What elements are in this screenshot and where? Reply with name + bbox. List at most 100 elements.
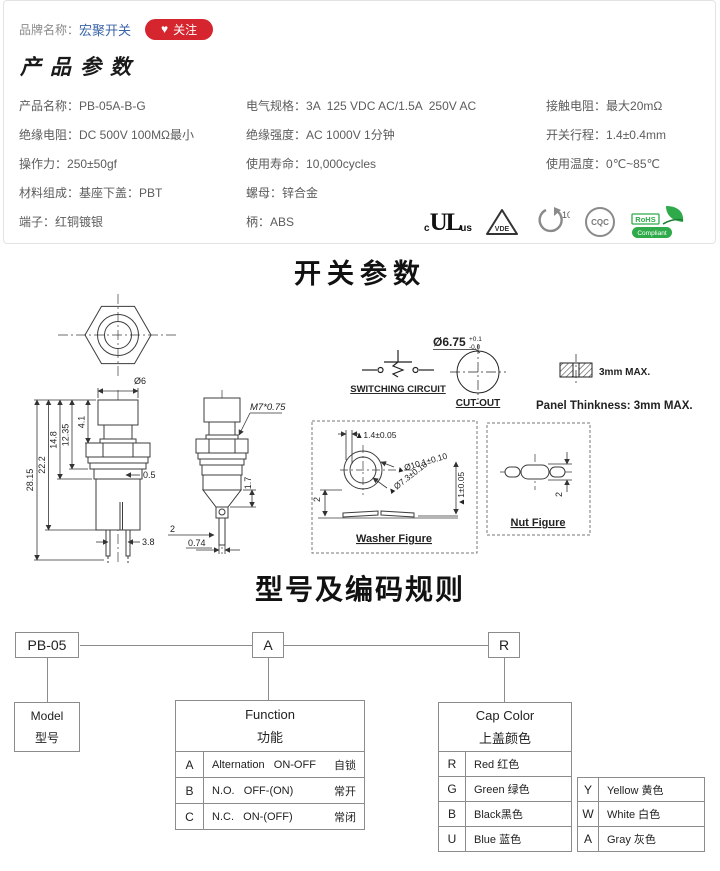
switching-circuit-label: SWITCHING CIRCUIT [350, 384, 446, 395]
cutout-tol-up: +0.1 [469, 336, 482, 343]
rohs-compliant-icon: RoHS Compliant [631, 206, 684, 238]
card-title: 产品参数 [20, 55, 140, 79]
dim-14-8: 14.8 [49, 431, 59, 449]
cap-desc: Green 绿色 [474, 784, 530, 796]
cap-row-a: A Gray 灰色 [577, 827, 705, 852]
param-key: 绝缘强度： [246, 128, 307, 142]
dim-dia6: Ø6 [134, 376, 146, 386]
param-key: 产品名称： [19, 99, 80, 113]
function-code: B [176, 778, 204, 803]
code-box-model: PB-05 [15, 632, 79, 658]
param-key: 使用寿命： [246, 157, 307, 171]
param-key: 螺母： [246, 186, 283, 200]
function-zh: 常闭 [334, 811, 356, 824]
param-row: 产品名称：PB-05A-B-G 电气规格：3A 125 VDC AC/1.5A … [19, 91, 709, 120]
panel-dim-label: 3mm MAX. [599, 367, 650, 378]
cap-code: A [578, 827, 599, 851]
side-view-2-drawing [195, 390, 249, 554]
ul-label: UL [429, 208, 463, 236]
param-key: 操作力： [19, 157, 68, 171]
param-value: 基座下盖：PBT [79, 186, 163, 200]
follow-button[interactable]: ♥ 关注 [145, 18, 214, 40]
cap-desc: Red 红色 [474, 759, 520, 771]
param-row: 操作力：250±50gf 使用寿命：10,000cycles 使用温度：0℃~8… [19, 149, 709, 178]
brand-link[interactable]: 宏聚开关 [79, 22, 132, 38]
connector-line [47, 658, 48, 702]
param-value: 250±50gf [67, 156, 117, 171]
cap-code: B [439, 802, 466, 826]
technical-drawing: 28.15 22.2 14.8 12.35 4.1 Ø6 0.5 3.8 [25, 294, 693, 564]
heart-icon: ♥ [160, 22, 169, 36]
cap-desc: Yellow 黄色 [607, 784, 664, 797]
nut-dim-1: 2 [554, 492, 564, 497]
washer-dim-1: ▲1.4±0.05 [355, 430, 397, 440]
model-coding-heading: 型号及编码规则 [254, 574, 465, 605]
panel-note: Panel Thinkness: 3mm MAX. [536, 400, 693, 412]
function-row-c: C N.C. ON-(OFF)常闭 [175, 804, 365, 830]
cap-desc: Gray 灰色 [607, 834, 656, 846]
dim-m7: M7*0.75 [250, 402, 286, 413]
model-label-box: Model 型号 [14, 702, 80, 752]
dim-28-15: 28.15 [25, 469, 35, 492]
cap-desc: Blue 蓝色 [474, 834, 522, 846]
function-zh: 自锁 [334, 759, 356, 772]
param-value: 红铜镀银 [55, 215, 104, 229]
cap-title-zh: 上盖颜色 [478, 730, 531, 746]
follow-label: 关注 [173, 22, 198, 37]
cutout-drawing [433, 344, 506, 400]
certification-icons: c UL us VDE 10 CQC RoHS [424, 201, 688, 243]
param-row: 材料组成：基座下盖：PBT 螺母：锌合金 [19, 178, 709, 207]
vde-certification-icon: VDE [485, 208, 518, 235]
param-key: 端子： [19, 215, 56, 229]
ul-us-label: us [460, 222, 472, 234]
function-code: C [176, 804, 204, 829]
param-value: 10,000cycles [306, 156, 377, 171]
dim-12-35: 12.35 [61, 424, 71, 447]
washer-figure: ▲1.4±0.05 ▲Ø10.1±0.10 ▲Ø7.3±0.10 ▲1±0.05… [311, 420, 478, 554]
dim-4-1: 4.1 [77, 416, 87, 429]
param-value: AC 1000V 1分钟 [306, 128, 395, 142]
cap-code: G [439, 777, 466, 801]
param-value: DC 500V 100MΩ最小 [79, 128, 195, 142]
param-row: 端子：红铜镀银 柄：ABS [19, 207, 709, 236]
washer-figure-label: Washer Figure [356, 533, 432, 545]
cap-code: W [578, 802, 599, 826]
efup-label: 10 [562, 210, 570, 220]
param-value: 3A 125 VDC AC/1.5A 250V AC [306, 98, 477, 113]
param-value: 0℃~85℃ [606, 156, 660, 171]
cap-desc: White 白色 [607, 809, 661, 821]
washer-dim-4: ▲1±0.05 [456, 472, 466, 507]
function-desc: Alternation ON-OFF [212, 758, 316, 771]
function-zh: 常开 [334, 785, 356, 798]
cqc-label: CQC [591, 218, 609, 227]
dimension-lines-side1 [34, 388, 140, 561]
code-box-cap: R [488, 632, 520, 658]
side-view-1-drawing [85, 390, 151, 564]
model-label-zh: 型号 [34, 730, 59, 745]
cap-color-table-header: Cap Color 上盖颜色 [438, 702, 572, 752]
dim-0-5: 0.5 [143, 470, 156, 480]
connector-line [504, 658, 505, 702]
cap-code: R [439, 752, 466, 776]
function-row-b: B N.O. OFF-(ON)常开 [175, 778, 365, 804]
param-key: 电气规格： [246, 99, 307, 113]
param-value: 锌合金 [282, 186, 319, 200]
switch-params-heading: 开关参数 [294, 259, 426, 289]
function-table-header: Function 功能 [175, 700, 365, 752]
top-view-drawing [58, 294, 178, 376]
function-title-en: Function [245, 706, 295, 722]
code-box-function: A [252, 632, 284, 658]
function-title-zh: 功能 [256, 729, 283, 745]
cqc-certification-icon: CQC [584, 207, 615, 237]
param-key: 绝缘电阻： [19, 128, 80, 142]
cutout-dia: Ø6.75 [433, 335, 466, 349]
param-key: 使用温度： [546, 157, 607, 171]
compliant-label: Compliant [637, 230, 666, 237]
dim-2: 2 [170, 524, 175, 534]
efup-10-icon: 10 [538, 207, 570, 233]
cap-desc: Black黑色 [474, 809, 523, 821]
nut-figure: 2 Nut Figure [486, 422, 591, 536]
param-key: 接触电阻： [546, 99, 607, 113]
